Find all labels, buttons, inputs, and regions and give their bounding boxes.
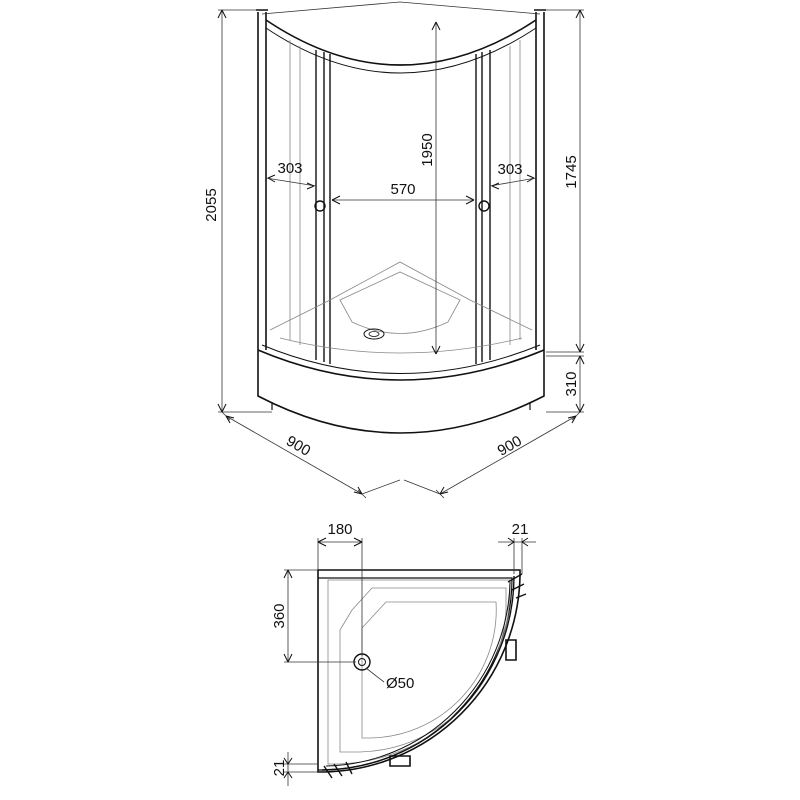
door-handle-plan-bottom (389, 755, 411, 767)
drain-icon (363, 328, 385, 340)
right-door-handle-icon (478, 200, 490, 212)
dim-glass-height: 1950 (419, 133, 436, 166)
tray-apron (257, 350, 545, 434)
cabin-front-view: 570 303 303 1950 2055 1745 310 900 (203, 1, 585, 499)
dim-drain-x: 180 (327, 521, 352, 538)
door-handle-plan-right (505, 639, 517, 661)
left-frame-post (257, 12, 267, 350)
door-track (321, 575, 515, 771)
dim-corner-bottom: 21 (271, 760, 288, 777)
dim-depth-left: 900 (283, 432, 313, 459)
dim-right-panel: 303 (497, 161, 522, 178)
dim-depth-right: 900 (495, 432, 525, 459)
tray-basin-back (269, 261, 533, 331)
left-door-profile (315, 50, 331, 364)
tray-plan-view: 180 21 360 Ø50 21 (271, 521, 536, 786)
dim-side-height: 1745 (563, 155, 580, 188)
dim-tray-height: 310 (563, 371, 580, 396)
dim-corner-top: 21 (512, 521, 529, 538)
dim-door-opening: 570 (390, 181, 415, 198)
dim-total-height: 2055 (203, 188, 220, 221)
left-door-handle-icon (314, 200, 326, 212)
top-curved-rail (265, 19, 537, 66)
tray-top-edge (257, 349, 545, 381)
dim-left-panel: 303 (277, 160, 302, 177)
right-door-profile (475, 50, 491, 364)
dim-drain-diameter: Ø50 (386, 675, 414, 692)
right-frame-post (535, 12, 545, 350)
tray-outline (317, 569, 521, 773)
dim-drain-y: 360 (271, 603, 288, 628)
